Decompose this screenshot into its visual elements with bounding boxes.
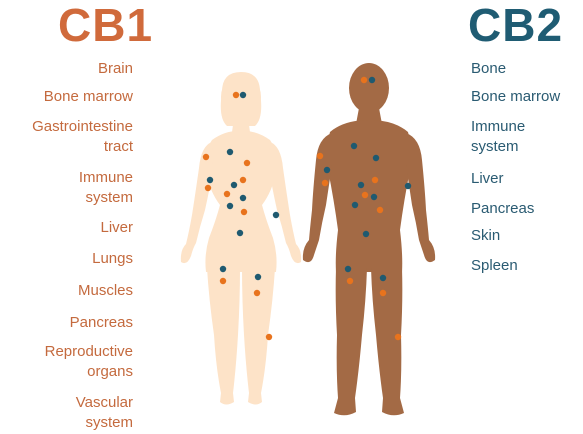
- male-torso-blue-dot-2: [371, 194, 377, 200]
- female-torso-orange-dot-1: [240, 177, 246, 183]
- female-right-arm-blue-dot: [273, 212, 279, 218]
- female-torso-orange-dot-2: [224, 191, 230, 197]
- male-body-silhouette: [303, 63, 435, 415]
- male-calf-orange-dot: [395, 334, 401, 340]
- female-torso: [205, 131, 277, 272]
- male-torso-orange-dot-2: [362, 192, 368, 198]
- male-chest-blue-dot-1: [351, 143, 357, 149]
- male-thigh-blue-dot: [380, 275, 386, 281]
- female-calf-orange-dot: [266, 334, 272, 340]
- male-hip-orange-dot: [347, 278, 353, 284]
- female-brain-orange-dot: [233, 92, 239, 98]
- female-shoulder-orange-dot: [203, 154, 209, 160]
- male-hip-blue-dot: [345, 266, 351, 272]
- male-torso: [327, 120, 411, 272]
- female-torso-orange-dot-3: [241, 209, 247, 215]
- female-neck: [232, 118, 250, 132]
- female-arm-blue-dot: [207, 177, 213, 183]
- female-arm-orange-dot: [205, 185, 211, 191]
- female-hip-orange-dot: [220, 278, 226, 284]
- male-brain-orange-dot: [361, 77, 367, 83]
- male-right-leg: [371, 268, 404, 415]
- male-torso-orange-dot-3: [377, 207, 383, 213]
- female-torso-blue-dot-2: [240, 195, 246, 201]
- male-left-leg: [334, 268, 367, 415]
- female-left-leg: [207, 268, 240, 405]
- male-right-arm: [406, 133, 435, 262]
- male-torso-orange-dot-1: [372, 177, 378, 183]
- male-right-arm-blue-dot: [405, 183, 411, 189]
- female-torso-blue-dot-3: [227, 203, 233, 209]
- female-chest-blue-dot: [227, 149, 233, 155]
- male-shoulder-orange-dot: [317, 153, 323, 159]
- male-head: [349, 63, 389, 113]
- male-abdomen-blue-dot: [363, 231, 369, 237]
- female-thigh-blue-dot: [255, 274, 261, 280]
- male-arm-orange-dot: [322, 180, 328, 186]
- male-chest-blue-dot-2: [373, 155, 379, 161]
- male-torso-blue-dot-3: [352, 202, 358, 208]
- female-chest-orange-dot: [244, 160, 250, 166]
- male-thigh-orange-dot: [380, 290, 386, 296]
- female-hair: [221, 72, 261, 126]
- female-torso-blue-dot-1: [231, 182, 237, 188]
- female-hip-blue-dot: [220, 266, 226, 272]
- male-arm-blue-dot: [324, 167, 330, 173]
- female-thigh-orange-dot: [254, 290, 260, 296]
- female-body-silhouette: [181, 72, 301, 405]
- male-torso-blue-dot-1: [358, 182, 364, 188]
- female-brain-blue-dot: [240, 92, 246, 98]
- male-brain-blue-dot: [369, 77, 375, 83]
- male-left-arm: [303, 133, 332, 262]
- female-abdomen-blue-dot: [237, 230, 243, 236]
